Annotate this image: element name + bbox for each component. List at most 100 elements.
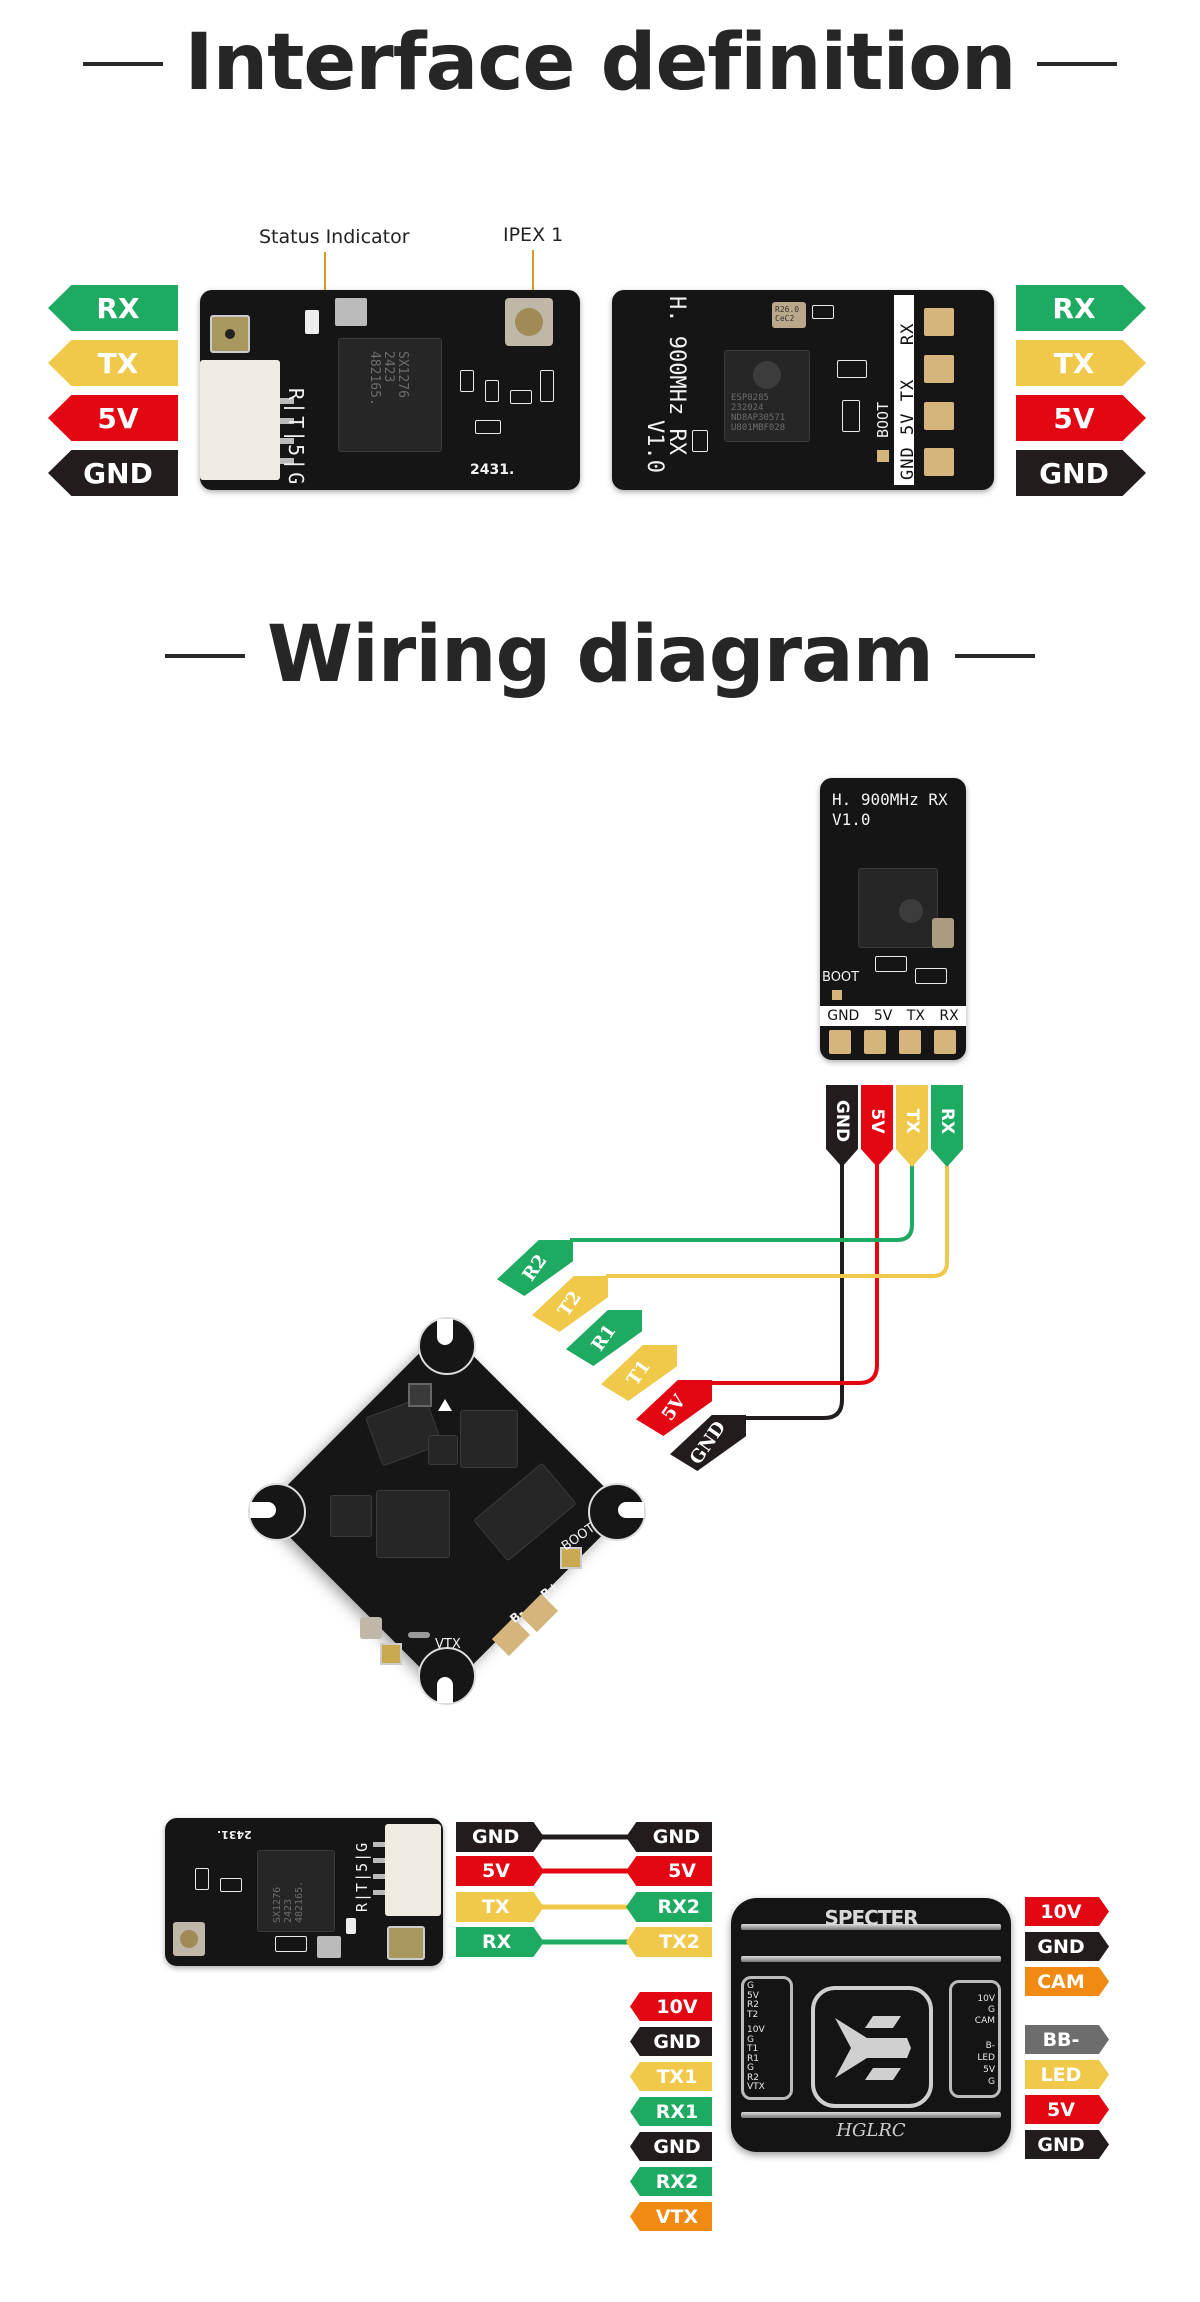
direction-arrow-icon: [438, 1399, 452, 1411]
interface-definition-heading: Interface definition: [0, 18, 1200, 108]
interface-left-tag-tx: TX: [48, 340, 178, 386]
tag-label: RX1: [655, 2100, 699, 2123]
pin-label: B-: [985, 2041, 995, 2051]
specter-right-tag-gnd-2: GND: [1025, 2130, 1109, 2159]
chip-marking: ESP8285 232024 ND8AP30571 U801MBF028: [731, 393, 786, 433]
specter-bottom-bar: [741, 2112, 1001, 2118]
connector-pin: [373, 1858, 385, 1863]
crystal: [932, 918, 954, 948]
wire-rx-to-t2: [606, 1160, 949, 1278]
pad-5v: [864, 1030, 886, 1054]
pin-label: G: [747, 1981, 754, 1991]
pin-label: 5V: [983, 2065, 995, 2075]
pad-tx: [899, 1030, 921, 1054]
wiring-receiver-board: H. 900MHz RX V1.0 BOOT GND 5V TX RX: [820, 778, 966, 1060]
wiring-diagram-title: Wiring diagram: [267, 610, 934, 700]
tag-label: 10V: [1040, 1900, 1082, 1923]
wire-tx-to-r2: [570, 1160, 914, 1242]
pin-label-strip: GND 5V TX RX: [820, 1006, 966, 1026]
tag-label: 5V: [657, 1391, 691, 1425]
tag-label: GND: [1039, 456, 1109, 490]
specter-center-frame: [811, 1986, 933, 2108]
tag-label: RX: [937, 1107, 957, 1135]
specter-right-pin-box: [949, 1980, 1001, 2098]
connector-housing: [385, 1824, 441, 1916]
smd-part: [220, 1878, 242, 1892]
sx1276-chip: SX1276 2423 482165.: [257, 1850, 335, 1932]
boot-pad: [877, 450, 889, 462]
pad-gnd: [829, 1030, 851, 1054]
sx1276-receiver-board: SX1276 2423 482165. R|T|5|G 2431.: [200, 290, 580, 490]
esp8285-chip: ESP8285 232024 ND8AP30571 U801MBF028: [724, 350, 810, 442]
pin-label: LED: [977, 2053, 995, 2063]
espressif-logo-icon: [753, 361, 781, 389]
smd-part: [540, 370, 554, 402]
pad-5v: [924, 402, 954, 430]
status-led: [346, 1918, 356, 1934]
specter-flight-controller: SPECTER G 5V R2 T2 10V G T1 R1 G R2 VTX …: [731, 1898, 1011, 2152]
interface-right-tag-gnd: GND: [1016, 450, 1146, 496]
pin-label: G: [747, 2063, 754, 2073]
mount-hole-bottom: [418, 1647, 476, 1705]
crystal: R26.0 CeC2: [772, 302, 806, 328]
fc-mcu-chip: [376, 1490, 450, 1558]
tag-label: VTX: [655, 2205, 699, 2228]
pin-label: R2: [747, 2000, 759, 2010]
smd-part: [460, 370, 474, 392]
pin-label: R1: [747, 2053, 759, 2064]
chip-marking: SX1276 2423 482165.: [272, 1880, 305, 1923]
tag-label: RX: [482, 1931, 512, 1953]
smd-part: [812, 305, 834, 319]
status-led: [305, 310, 319, 334]
tag-label: TX: [902, 1108, 922, 1134]
ipex-ring: [180, 1930, 198, 1948]
heading-dash-right: [954, 653, 1035, 658]
ipex-callout: IPEX 1: [503, 224, 564, 246]
connection-to-5v: 5V: [626, 1856, 712, 1886]
pin-label: R2: [747, 2072, 759, 2083]
interface-right-tag-rx: RX: [1016, 285, 1146, 331]
specter-logo-icon: [835, 2016, 911, 2080]
smd-part: [692, 430, 708, 452]
tag-label: GND: [653, 2030, 701, 2053]
ipex-connector: [505, 298, 553, 346]
tag-label: TX2: [659, 1931, 700, 1953]
tag-label: 5V: [482, 1860, 510, 1882]
usb-connector: [408, 1632, 430, 1638]
specter-top-bar: [741, 1956, 1001, 1962]
receiver-tag-gnd: GND: [826, 1085, 858, 1167]
specter-left-tag-gnd-2: GND: [630, 2132, 712, 2161]
heading-dash-left: [165, 653, 246, 658]
connection-from-tx: TX: [456, 1892, 544, 1922]
tag-label: 5V: [668, 1860, 696, 1882]
specter-left-pin-box: [741, 1976, 793, 2100]
specter-right-tag-5v: 5V: [1025, 2095, 1109, 2124]
specter-right-tag-led: LED: [1025, 2060, 1109, 2089]
heading-dash-right: [1037, 61, 1118, 66]
pad-rx: [934, 1030, 956, 1054]
smd-part: [195, 1868, 209, 1890]
connector-pin: [373, 1874, 385, 1879]
pin-rx-label: RX: [939, 1008, 959, 1024]
specter-top-bar: [741, 1924, 1001, 1930]
connection-to-gnd: GND: [626, 1822, 712, 1852]
smd-part: [475, 420, 501, 434]
mount-hole-top: [418, 1317, 476, 1375]
tag-label: RX2: [655, 2170, 699, 2193]
interface-right-tag-5v: 5V: [1016, 395, 1146, 441]
pin-label: G: [988, 2077, 995, 2087]
boot-button: [387, 1926, 425, 1960]
fc-vtx-label: VTX: [435, 1637, 461, 1652]
tag-label: GND: [83, 456, 153, 490]
mount-slot: [437, 1319, 453, 1345]
specter-left-tag-rx1: RX1: [630, 2097, 712, 2126]
esp8285-receiver-board: H. 900MHz RX V1.0 ESP8285 232024 ND8AP30…: [612, 290, 994, 490]
pin-label: G: [988, 2005, 995, 2015]
fc-switch: [408, 1383, 432, 1407]
tag-label: GND: [1037, 1935, 1085, 1958]
esp8285-chip: [858, 868, 938, 948]
flight-controller-board: BOOT VTX B+ B-: [248, 1317, 646, 1705]
espressif-logo-icon: [899, 899, 923, 923]
boot-button: [560, 1547, 582, 1569]
button-dot: [225, 329, 235, 339]
